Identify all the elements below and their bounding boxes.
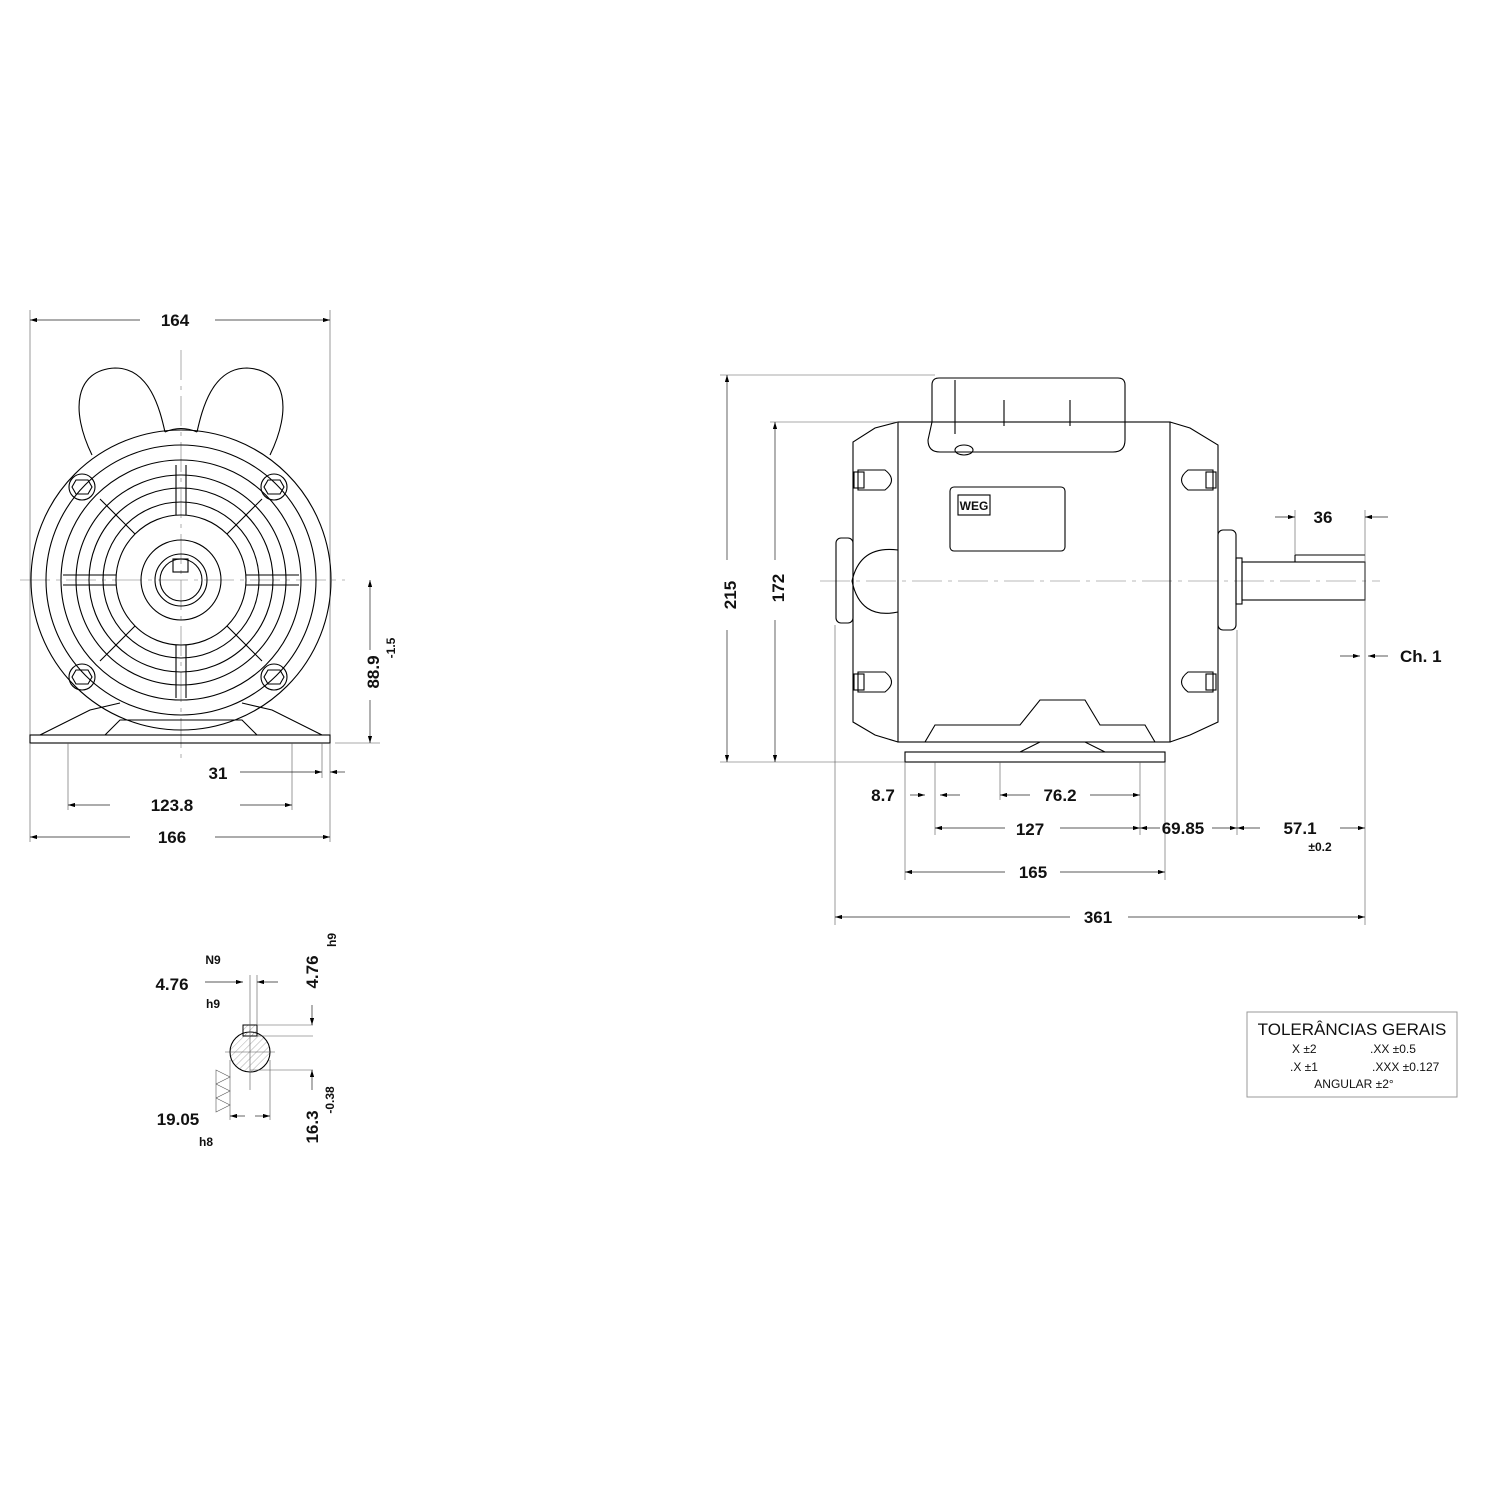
dim-width-base: 166 (158, 828, 186, 847)
nameplate: WEG (949, 486, 1066, 552)
tolerance-x: X ±2 (1292, 1042, 1317, 1056)
terminal-box (927, 377, 1126, 456)
tolerances-title: TOLERÂNCIAS GERAIS (1258, 1020, 1447, 1039)
dim-foot-holes: 123.8 (151, 796, 194, 815)
key-section: N9 4.76 h9 4.76 h9 19.05 h8 16.3 -0.38 (155, 933, 339, 1149)
key-depth-tol: -0.38 (323, 1086, 337, 1114)
dim-key-height: 4.76 (303, 955, 322, 988)
dim-total-length: 361 (1084, 908, 1112, 927)
dim-shaft-length: 57.1 (1283, 819, 1316, 838)
dim-shaft-dia: 19.05 (157, 1110, 200, 1129)
shaft-dia-tol: h8 (199, 1135, 213, 1149)
dim-foot-length: 165 (1019, 863, 1047, 882)
dim-shaft-height: 88.9 (364, 655, 383, 688)
key-width-tol-upper: N9 (205, 953, 221, 967)
dim-key-length: 36 (1314, 508, 1333, 527)
mounting-foot (29, 702, 331, 744)
dim-foot-edge: 31 (209, 764, 228, 783)
shaft (1241, 554, 1366, 601)
motor-body (835, 421, 1243, 743)
grille-ribs (63, 465, 299, 698)
tolerance-dx: .X ±1 (1290, 1060, 1318, 1074)
dim-total-height: 215 (721, 581, 740, 609)
surface-finish-icon (215, 1069, 231, 1113)
dim-shaft-length-tol: ±0.2 (1308, 840, 1332, 854)
side-view: WEG 215 172 (720, 374, 1442, 927)
tolerance-xx: .XX ±0.5 (1370, 1042, 1416, 1056)
bolt-icons-side (853, 469, 1217, 693)
dim-foot-holes-side: 127 (1016, 820, 1044, 839)
dim-shaft-height-tol: -1.5 (384, 637, 398, 658)
dim-chamfer: Ch. 1 (1400, 647, 1442, 666)
bolt-icons (68, 473, 288, 691)
dim-width-top: 164 (161, 311, 190, 330)
key-width-tol-lower: h9 (206, 997, 220, 1011)
key-height-tol: h9 (325, 933, 339, 947)
tolerance-angular: ANGULAR ±2° (1314, 1077, 1394, 1091)
dim-foot-slot: 76.2 (1043, 786, 1076, 805)
tolerance-xxx: .XXX ±0.127 (1372, 1060, 1440, 1074)
dim-shaft-shoulder: 69.85 (1162, 819, 1205, 838)
tolerances-table: TOLERÂNCIAS GERAIS X ±2 .XX ±0.5 .X ±1 .… (1246, 1011, 1458, 1098)
frame-circles (30, 429, 332, 731)
feet (904, 699, 1166, 763)
dim-key-width: 4.76 (155, 975, 188, 994)
front-view: 164 31 123.8 166 88.9 -1.5 (20, 310, 398, 847)
dim-key-depth: 16.3 (303, 1110, 322, 1143)
dim-hole-dia: 8.7 (871, 786, 895, 805)
dim-frame-height: 172 (769, 574, 788, 602)
weg-logo: WEG (960, 499, 989, 513)
